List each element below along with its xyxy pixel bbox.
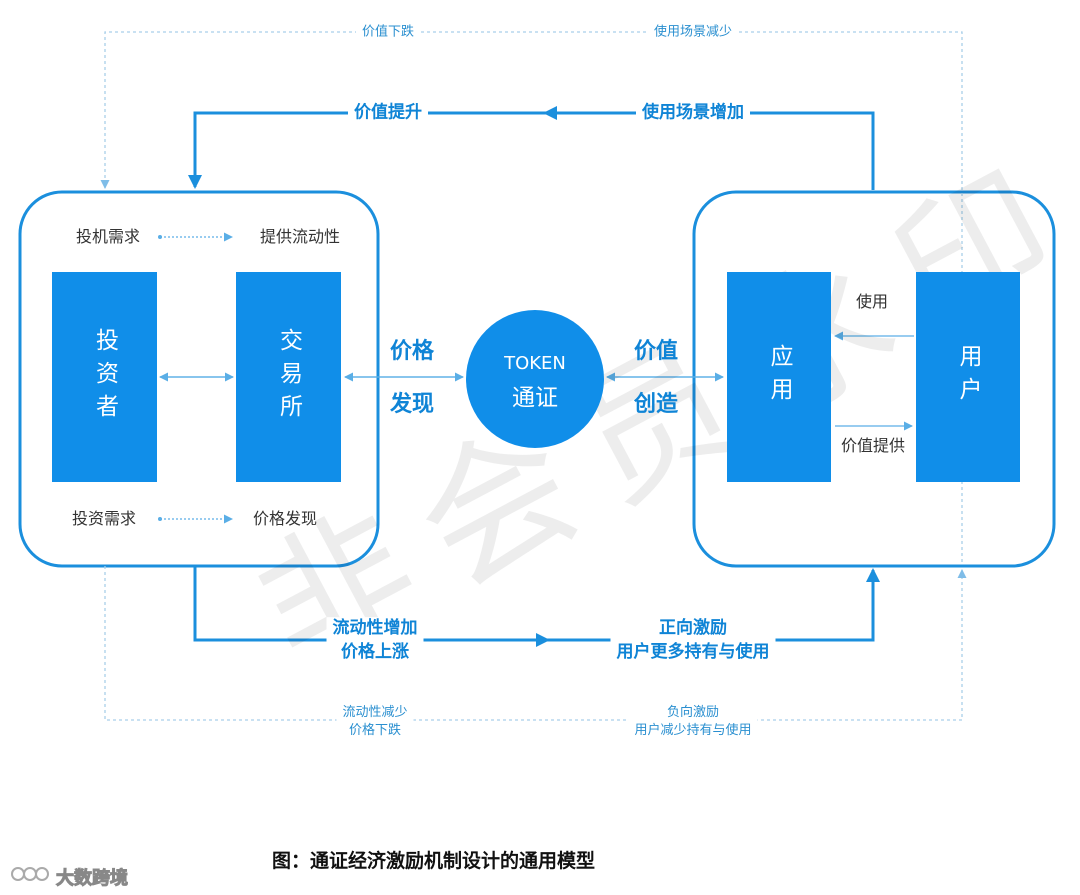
user-bar-label: 用户 <box>955 344 981 410</box>
application-bar: 应用 <box>727 272 831 482</box>
bottom-solid-left-label: 流动性增加 价格上涨 <box>326 617 424 665</box>
value-provide-label: 价值提供 <box>840 436 906 455</box>
bottom-dashed-left-label: 流动性减少 价格下跌 <box>336 703 414 741</box>
price-rise-label: 价格上涨 <box>341 642 409 662</box>
investor-bar-label: 投资者 <box>91 327 118 427</box>
logo-text: 大数跨境 <box>56 868 129 890</box>
figure-caption: 图：通证经济激励机制设计的通用模型 <box>272 850 596 872</box>
provide-liquidity-label: 提供流动性 <box>259 227 341 246</box>
price-discovery-label: 价格发现 <box>252 509 318 528</box>
liquidity-increase-label: 流动性增加 <box>332 618 418 639</box>
right-group-box <box>692 190 1056 568</box>
bottom-dashed-loop <box>104 566 967 721</box>
user-bar: 用户 <box>916 272 1020 482</box>
application-bar-label: 应用 <box>766 344 792 410</box>
logo: 大数跨境 <box>10 860 140 890</box>
users-hold-less-label: 用户减少持有与使用 <box>634 723 752 738</box>
token-cn-label: 通证 <box>512 385 558 411</box>
use-label: 使用 <box>855 292 889 311</box>
token-circle: TOKEN 通证 <box>466 310 604 448</box>
exchange-bar: 交易所 <box>236 272 341 482</box>
token-label: TOKEN <box>504 353 566 374</box>
top-solid-right-label: 使用场景增加 <box>636 104 750 122</box>
left-group-box <box>18 190 380 568</box>
negative-incentive-label: 负向激励 <box>666 704 720 720</box>
top-solid-left-label: 价值提升 <box>348 104 428 122</box>
price-fall-label: 价格下跌 <box>348 723 402 738</box>
investment-demand-label: 投资需求 <box>71 509 137 528</box>
liquidity-decrease-label: 流动性减少 <box>342 704 408 720</box>
top-dashed-right-label: 使用场景减少 <box>647 25 739 39</box>
users-hold-more-label: 用户更多持有与使用 <box>616 642 770 662</box>
create-label: 创造 <box>633 392 679 417</box>
bottom-dashed-right-label: 负向激励 用户减少持有与使用 <box>628 703 758 741</box>
investor-bar: 投资者 <box>52 272 157 482</box>
bottom-solid-right-label: 正向激励 用户更多持有与使用 <box>610 617 776 665</box>
top-dashed-left-label: 价值下跌 <box>355 25 421 39</box>
top-solid-loop <box>188 111 875 190</box>
logo-icon <box>11 867 49 881</box>
speculation-demand-label: 投机需求 <box>75 227 141 246</box>
price-label: 价格 <box>389 339 435 364</box>
positive-incentive-label: 正向激励 <box>659 618 727 639</box>
discovery-label: 发现 <box>389 392 435 417</box>
value-label: 价值 <box>633 339 679 364</box>
exchange-bar-label: 交易所 <box>275 327 302 427</box>
